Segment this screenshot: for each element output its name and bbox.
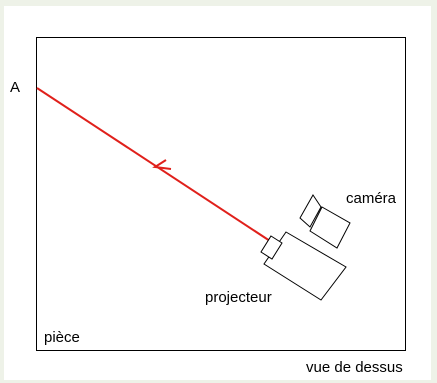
point-a-label: A (10, 79, 21, 96)
light-ray (36, 87, 271, 242)
room-outline (36, 37, 406, 351)
camera-label: caméra (346, 190, 397, 207)
ray-arrowhead (152, 159, 172, 170)
projector-lens (260, 235, 283, 260)
diagram-canvas (4, 6, 431, 380)
camera-lens (299, 194, 322, 228)
view-caption: vue de dessus (306, 359, 403, 376)
camera-body (309, 206, 351, 249)
room-label: pièce (44, 329, 80, 346)
projector-label: projecteur (205, 289, 272, 306)
